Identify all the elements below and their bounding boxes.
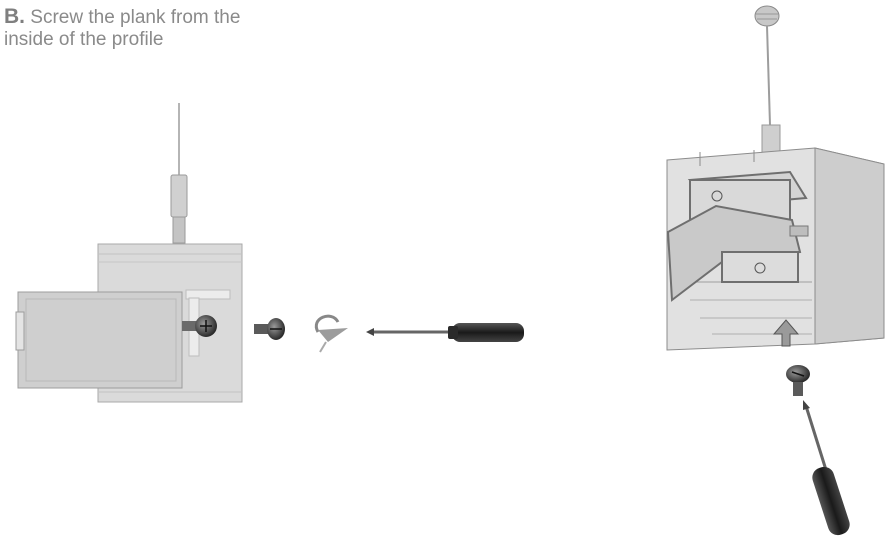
plank-right [668,172,808,300]
screwdriver-right-icon [803,400,852,538]
screwdriver-left-icon [366,323,524,342]
ceiling-mount-icon [755,6,779,26]
screw-loose [254,318,285,340]
suspension-cable-left [171,103,187,243]
screw-right [786,365,810,396]
right-view [667,6,884,538]
left-view [16,103,524,402]
suspension-cable-right [762,26,780,155]
plank-left [16,292,182,388]
rotation-arrow-icon [316,316,348,352]
